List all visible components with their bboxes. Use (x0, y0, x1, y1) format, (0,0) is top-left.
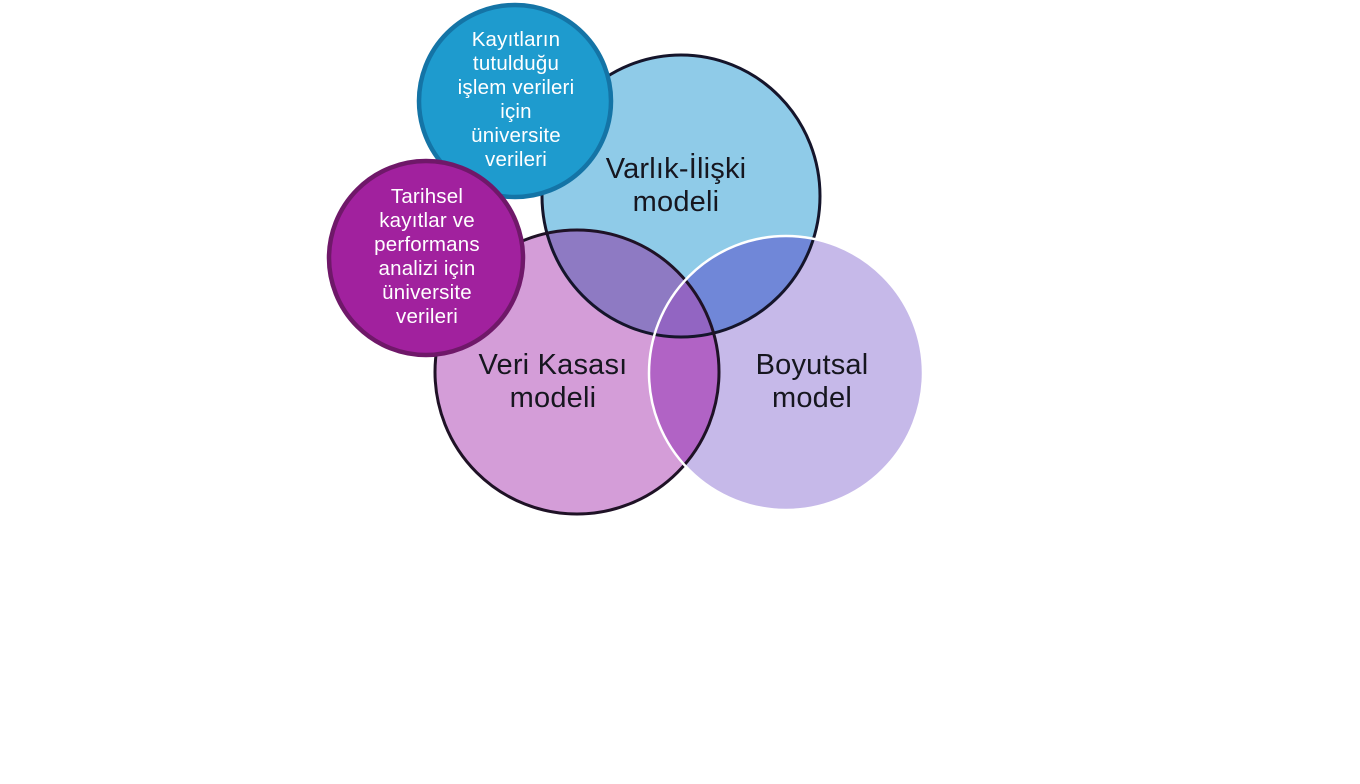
overlap-er-vault-region (542, 230, 719, 337)
data-vault-circle-outline (433, 228, 721, 516)
er-model-circle-outline (540, 53, 822, 339)
dimensional-circle-outline (647, 234, 925, 512)
history-note-circle (326, 158, 526, 358)
transaction-note-circle (416, 2, 614, 200)
overlap-er-dimensional-region (649, 236, 820, 337)
